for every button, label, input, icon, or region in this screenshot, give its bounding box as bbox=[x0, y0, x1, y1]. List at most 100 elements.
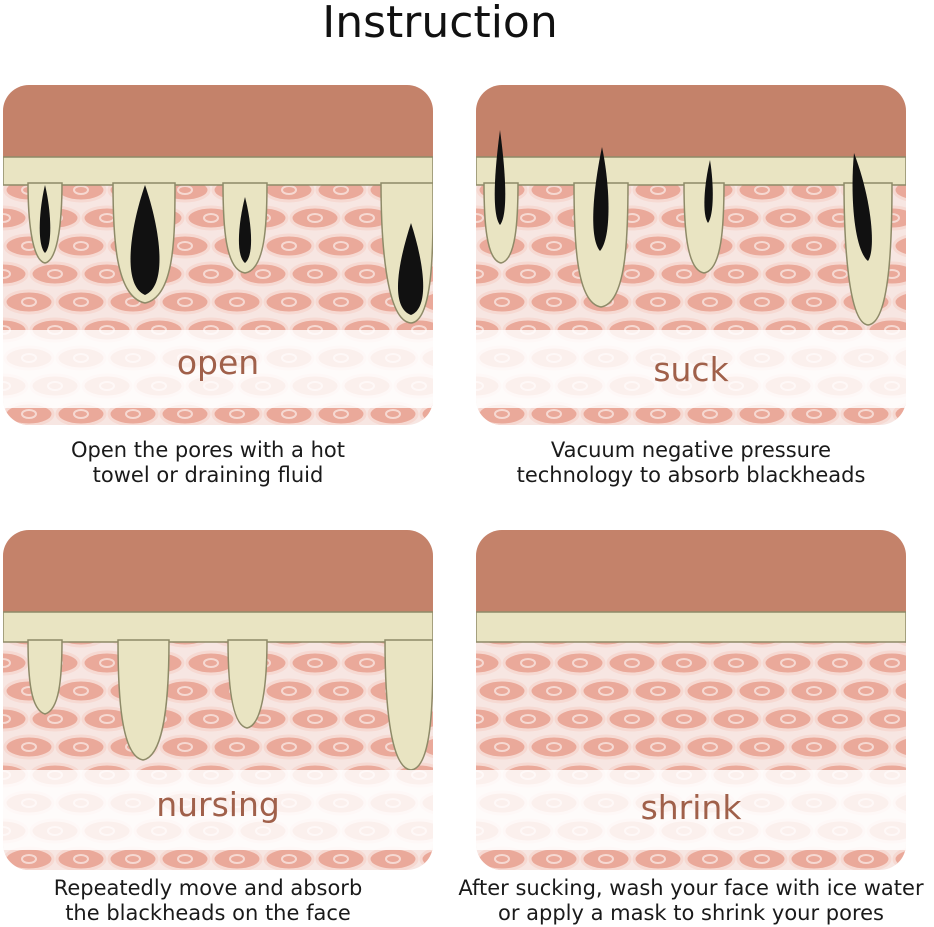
tissue-cell bbox=[788, 734, 840, 760]
tissue-cell bbox=[788, 289, 840, 315]
tissue-cell bbox=[315, 846, 367, 870]
cell-nucleus bbox=[546, 742, 562, 752]
cell-nucleus bbox=[21, 409, 37, 419]
tissue-cell bbox=[476, 289, 528, 315]
cell-nucleus bbox=[229, 409, 245, 419]
cell-nucleus bbox=[359, 213, 375, 223]
cell-nucleus bbox=[281, 686, 297, 696]
cell-nucleus bbox=[3, 714, 11, 724]
cell-nucleus bbox=[520, 213, 536, 223]
cell-nucleus bbox=[99, 714, 115, 724]
stage-label-shrink: shrink bbox=[640, 788, 742, 827]
tissue-cell bbox=[814, 706, 866, 732]
tissue-cell bbox=[632, 678, 684, 704]
cell-nucleus bbox=[780, 714, 796, 724]
cell-nucleus bbox=[754, 742, 770, 752]
caption-line: towel or draining fluid bbox=[92, 463, 324, 487]
tissue-cell bbox=[3, 205, 29, 231]
caption-line: Vacuum negative pressure bbox=[550, 438, 832, 462]
cell-nucleus bbox=[73, 241, 89, 251]
tissue-cell bbox=[159, 734, 211, 760]
cell-nucleus bbox=[780, 269, 796, 279]
cell-nucleus bbox=[3, 658, 11, 668]
cell-nucleus bbox=[281, 185, 297, 195]
tissue-cell bbox=[3, 289, 55, 315]
tissue-cell bbox=[476, 261, 502, 287]
open-pores-illustration bbox=[3, 85, 433, 425]
cell-nucleus bbox=[572, 658, 588, 668]
tissue-cell bbox=[840, 678, 892, 704]
caption-line: Repeatedly move and absorb bbox=[53, 876, 363, 900]
tissue-cell bbox=[866, 706, 906, 732]
cell-nucleus bbox=[125, 854, 141, 864]
cell-nucleus bbox=[728, 658, 744, 668]
cell-nucleus bbox=[702, 854, 718, 864]
cell-nucleus bbox=[177, 854, 193, 864]
tissue-cell bbox=[3, 261, 29, 287]
cell-nucleus bbox=[73, 185, 89, 195]
page-title: Instruction bbox=[322, 0, 558, 48]
cell-nucleus bbox=[21, 742, 37, 752]
cell-nucleus bbox=[728, 269, 744, 279]
tissue-cell bbox=[502, 261, 554, 287]
step-panel-shrink: shrink bbox=[476, 530, 906, 870]
tissue-cell bbox=[736, 734, 788, 760]
tissue-cell bbox=[892, 679, 906, 703]
caption-open: Open the pores with a hot towel or drain… bbox=[0, 438, 441, 488]
tissue-cell bbox=[684, 734, 736, 760]
nursing-illustration bbox=[3, 530, 433, 870]
cell-nucleus bbox=[780, 658, 796, 668]
tissue-cell bbox=[3, 706, 29, 732]
tissue-cell bbox=[528, 846, 580, 870]
tissue-cell bbox=[315, 678, 367, 704]
cell-nucleus bbox=[832, 714, 848, 724]
tissue-cell bbox=[788, 678, 840, 704]
caption-line: the blackheads on the face bbox=[65, 901, 351, 925]
cell-nucleus bbox=[177, 185, 193, 195]
shrink-pores-illustration bbox=[476, 530, 906, 870]
cell-nucleus bbox=[546, 241, 562, 251]
cell-nucleus bbox=[333, 297, 349, 307]
cell-nucleus bbox=[754, 297, 770, 307]
tissue-cell bbox=[159, 846, 211, 870]
cell-nucleus bbox=[858, 854, 874, 864]
stage-label-suck: suck bbox=[653, 350, 729, 389]
tissue-cell bbox=[554, 650, 606, 676]
step-panel-nursing: nursing bbox=[3, 530, 433, 870]
tissue-cell bbox=[710, 650, 762, 676]
tissue-cell bbox=[580, 846, 632, 870]
cell-nucleus bbox=[676, 658, 692, 668]
tissue-cell bbox=[29, 261, 81, 287]
tissue-cell bbox=[55, 289, 107, 315]
tissue-cell bbox=[476, 734, 528, 760]
cell-nucleus bbox=[806, 297, 822, 307]
cell-nucleus bbox=[203, 269, 219, 279]
caption-line: or apply a mask to shrink your pores bbox=[498, 901, 884, 925]
cell-nucleus bbox=[806, 854, 822, 864]
cell-nucleus bbox=[333, 185, 349, 195]
tissue-cell bbox=[502, 650, 554, 676]
tissue-cell bbox=[263, 846, 315, 870]
cell-nucleus bbox=[203, 658, 219, 668]
cell-nucleus bbox=[281, 854, 297, 864]
cell-nucleus bbox=[858, 686, 874, 696]
cell-nucleus bbox=[884, 714, 900, 724]
tissue-cell bbox=[289, 706, 341, 732]
cell-nucleus bbox=[598, 854, 614, 864]
cell-nucleus bbox=[546, 854, 562, 864]
tissue-cell bbox=[736, 678, 788, 704]
cell-nucleus bbox=[73, 854, 89, 864]
cell-nucleus bbox=[177, 686, 193, 696]
tissue-cell bbox=[710, 706, 762, 732]
cell-nucleus bbox=[780, 213, 796, 223]
cell-nucleus bbox=[476, 714, 484, 724]
cell-nucleus bbox=[307, 213, 323, 223]
cell-nucleus bbox=[255, 269, 271, 279]
caption-shrink: After sucking, wash your face with ice w… bbox=[458, 876, 924, 926]
cell-nucleus bbox=[806, 409, 822, 419]
tissue-cell bbox=[736, 289, 788, 315]
caption-line: Open the pores with a hot bbox=[71, 438, 345, 462]
tissue-cell bbox=[211, 289, 263, 315]
cell-nucleus bbox=[754, 185, 770, 195]
cell-nucleus bbox=[476, 213, 484, 223]
